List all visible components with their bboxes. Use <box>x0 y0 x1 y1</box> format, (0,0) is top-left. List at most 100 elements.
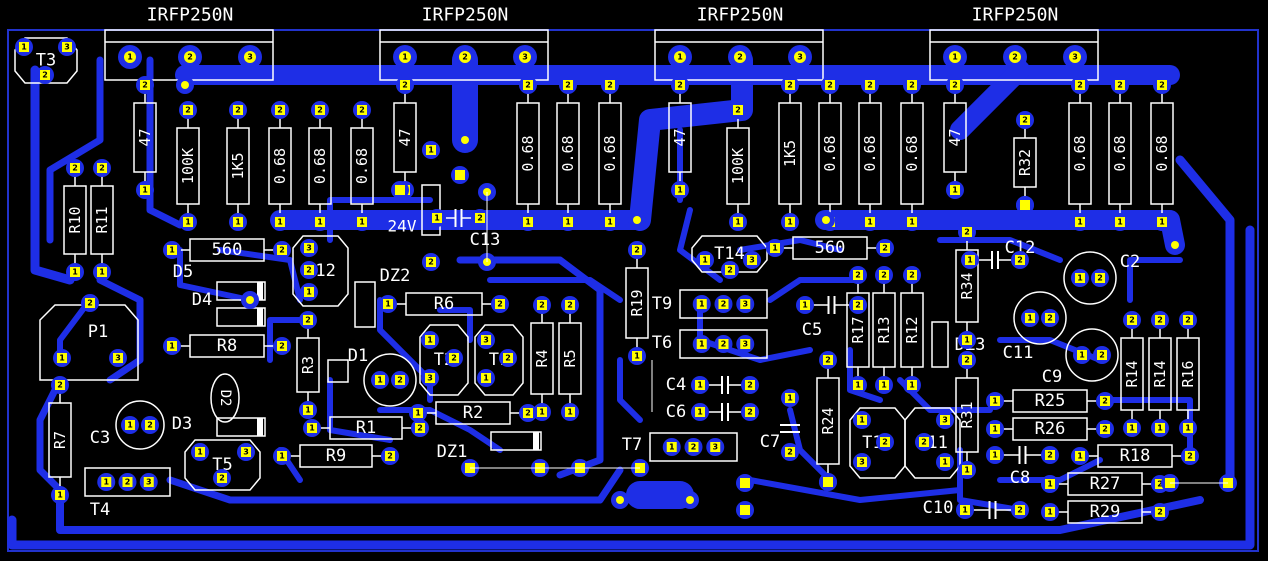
pad <box>195 447 205 457</box>
transistor-t4-label: T4 <box>90 500 110 520</box>
pad <box>303 315 313 325</box>
resistor-r560a-label: 560 <box>212 240 243 260</box>
pad <box>519 51 531 63</box>
pad <box>357 217 367 227</box>
pad-number: 1 <box>634 352 640 361</box>
resistor-r27-label: R27 <box>1090 474 1121 494</box>
resistor-r3-label: R3 <box>299 356 317 374</box>
pad-number: 2 <box>735 106 741 115</box>
resistor-r1k5b <box>778 102 802 205</box>
pad-number: 1 <box>142 186 148 195</box>
pad <box>315 217 325 227</box>
resistor-r068g <box>818 102 842 205</box>
pad-number: 3 <box>742 340 748 349</box>
transistor-t1 <box>474 324 524 396</box>
resistor-r1k5b-label: 1K5 <box>781 140 799 167</box>
resistor-r068a-label: 0.68 <box>271 148 289 184</box>
pad <box>426 145 436 155</box>
pad-number: 1 <box>772 244 778 253</box>
pad <box>495 299 505 309</box>
via-hole <box>246 296 254 304</box>
pad-number: 1 <box>787 394 793 403</box>
cap-c4-label: C4 <box>666 375 686 395</box>
pad <box>563 217 573 227</box>
pad-number: 1 <box>992 397 998 406</box>
pad-number: 2 <box>42 71 48 80</box>
via-hole <box>616 496 624 504</box>
resistor-r14b <box>1148 337 1172 411</box>
cap-c9-label: C9 <box>1042 367 1062 387</box>
pad <box>432 213 442 223</box>
pad <box>865 80 875 90</box>
diode-d3-label: D3 <box>172 414 192 434</box>
pad-number: 2 <box>1157 508 1163 517</box>
resistor-r1k5a-label: 1K5 <box>229 152 247 179</box>
pad <box>1157 80 1167 90</box>
transistor-t3-label: T3 <box>36 51 56 71</box>
pad <box>823 477 833 487</box>
pad <box>1115 80 1125 90</box>
pad <box>857 415 867 425</box>
cap-c-d1 <box>363 353 417 407</box>
cap-c2 <box>1063 251 1117 305</box>
pad-number: 2 <box>87 299 93 308</box>
pad <box>700 255 710 265</box>
pad-number: 1 <box>525 218 531 227</box>
pad <box>1075 217 1085 227</box>
resistor-r068a <box>268 127 292 205</box>
pad-number: 1 <box>881 381 887 390</box>
pad <box>718 339 729 349</box>
pad <box>785 393 795 403</box>
pad-number: 2 <box>882 244 888 253</box>
pad-number: 2 <box>964 228 970 237</box>
pad <box>167 245 177 255</box>
pad <box>1155 423 1165 433</box>
via-hole <box>822 216 830 224</box>
resistor-r068d <box>516 102 540 205</box>
resistor-r13 <box>872 292 896 368</box>
pad <box>1183 423 1193 433</box>
pad-number: 3 <box>742 300 748 309</box>
pad <box>523 80 533 90</box>
pad <box>303 405 313 415</box>
pad-number: 1 <box>677 53 683 62</box>
diode-d1 <box>327 359 349 383</box>
pad-number: 1 <box>279 452 285 461</box>
pad <box>1115 217 1125 227</box>
pad <box>415 423 425 433</box>
resistor-r24 <box>816 377 840 465</box>
pad-number: 2 <box>825 356 831 365</box>
resistor-r6 <box>405 292 483 316</box>
resistor-r068k <box>1108 102 1132 205</box>
pad <box>962 465 972 475</box>
pad-number: 1 <box>415 409 421 418</box>
pad-number: 1 <box>607 218 613 227</box>
resistor-r25-label: R25 <box>1035 391 1066 411</box>
pad-number: 2 <box>497 300 503 309</box>
pad <box>62 42 72 52</box>
pad <box>1183 315 1193 325</box>
pad <box>865 217 875 227</box>
pad <box>1155 479 1165 489</box>
pad-number: 2 <box>1047 314 1053 323</box>
transistor-t11 <box>904 407 961 479</box>
resistor-r100kb <box>726 127 750 205</box>
pad-number: 2 <box>691 443 697 452</box>
pad <box>395 185 405 195</box>
cap-c10-label: C10 <box>923 498 954 518</box>
resistor-r100kb-label: 100K <box>729 148 747 184</box>
pad-number: 2 <box>1159 81 1165 90</box>
pad-number: 1 <box>1159 218 1165 227</box>
pad-number: 1 <box>434 214 440 223</box>
pad <box>940 457 950 467</box>
cap-c8-label: C8 <box>1010 468 1030 488</box>
pad-number: 1 <box>427 336 433 345</box>
pad <box>277 341 287 351</box>
resistor-r47c <box>668 102 692 173</box>
resistor-r9 <box>299 444 373 468</box>
diode-d5-label: D5 <box>173 262 193 282</box>
pad <box>960 505 970 515</box>
pad-number: 1 <box>802 301 808 310</box>
resistor-r32 <box>1013 137 1037 188</box>
pad <box>241 447 251 457</box>
